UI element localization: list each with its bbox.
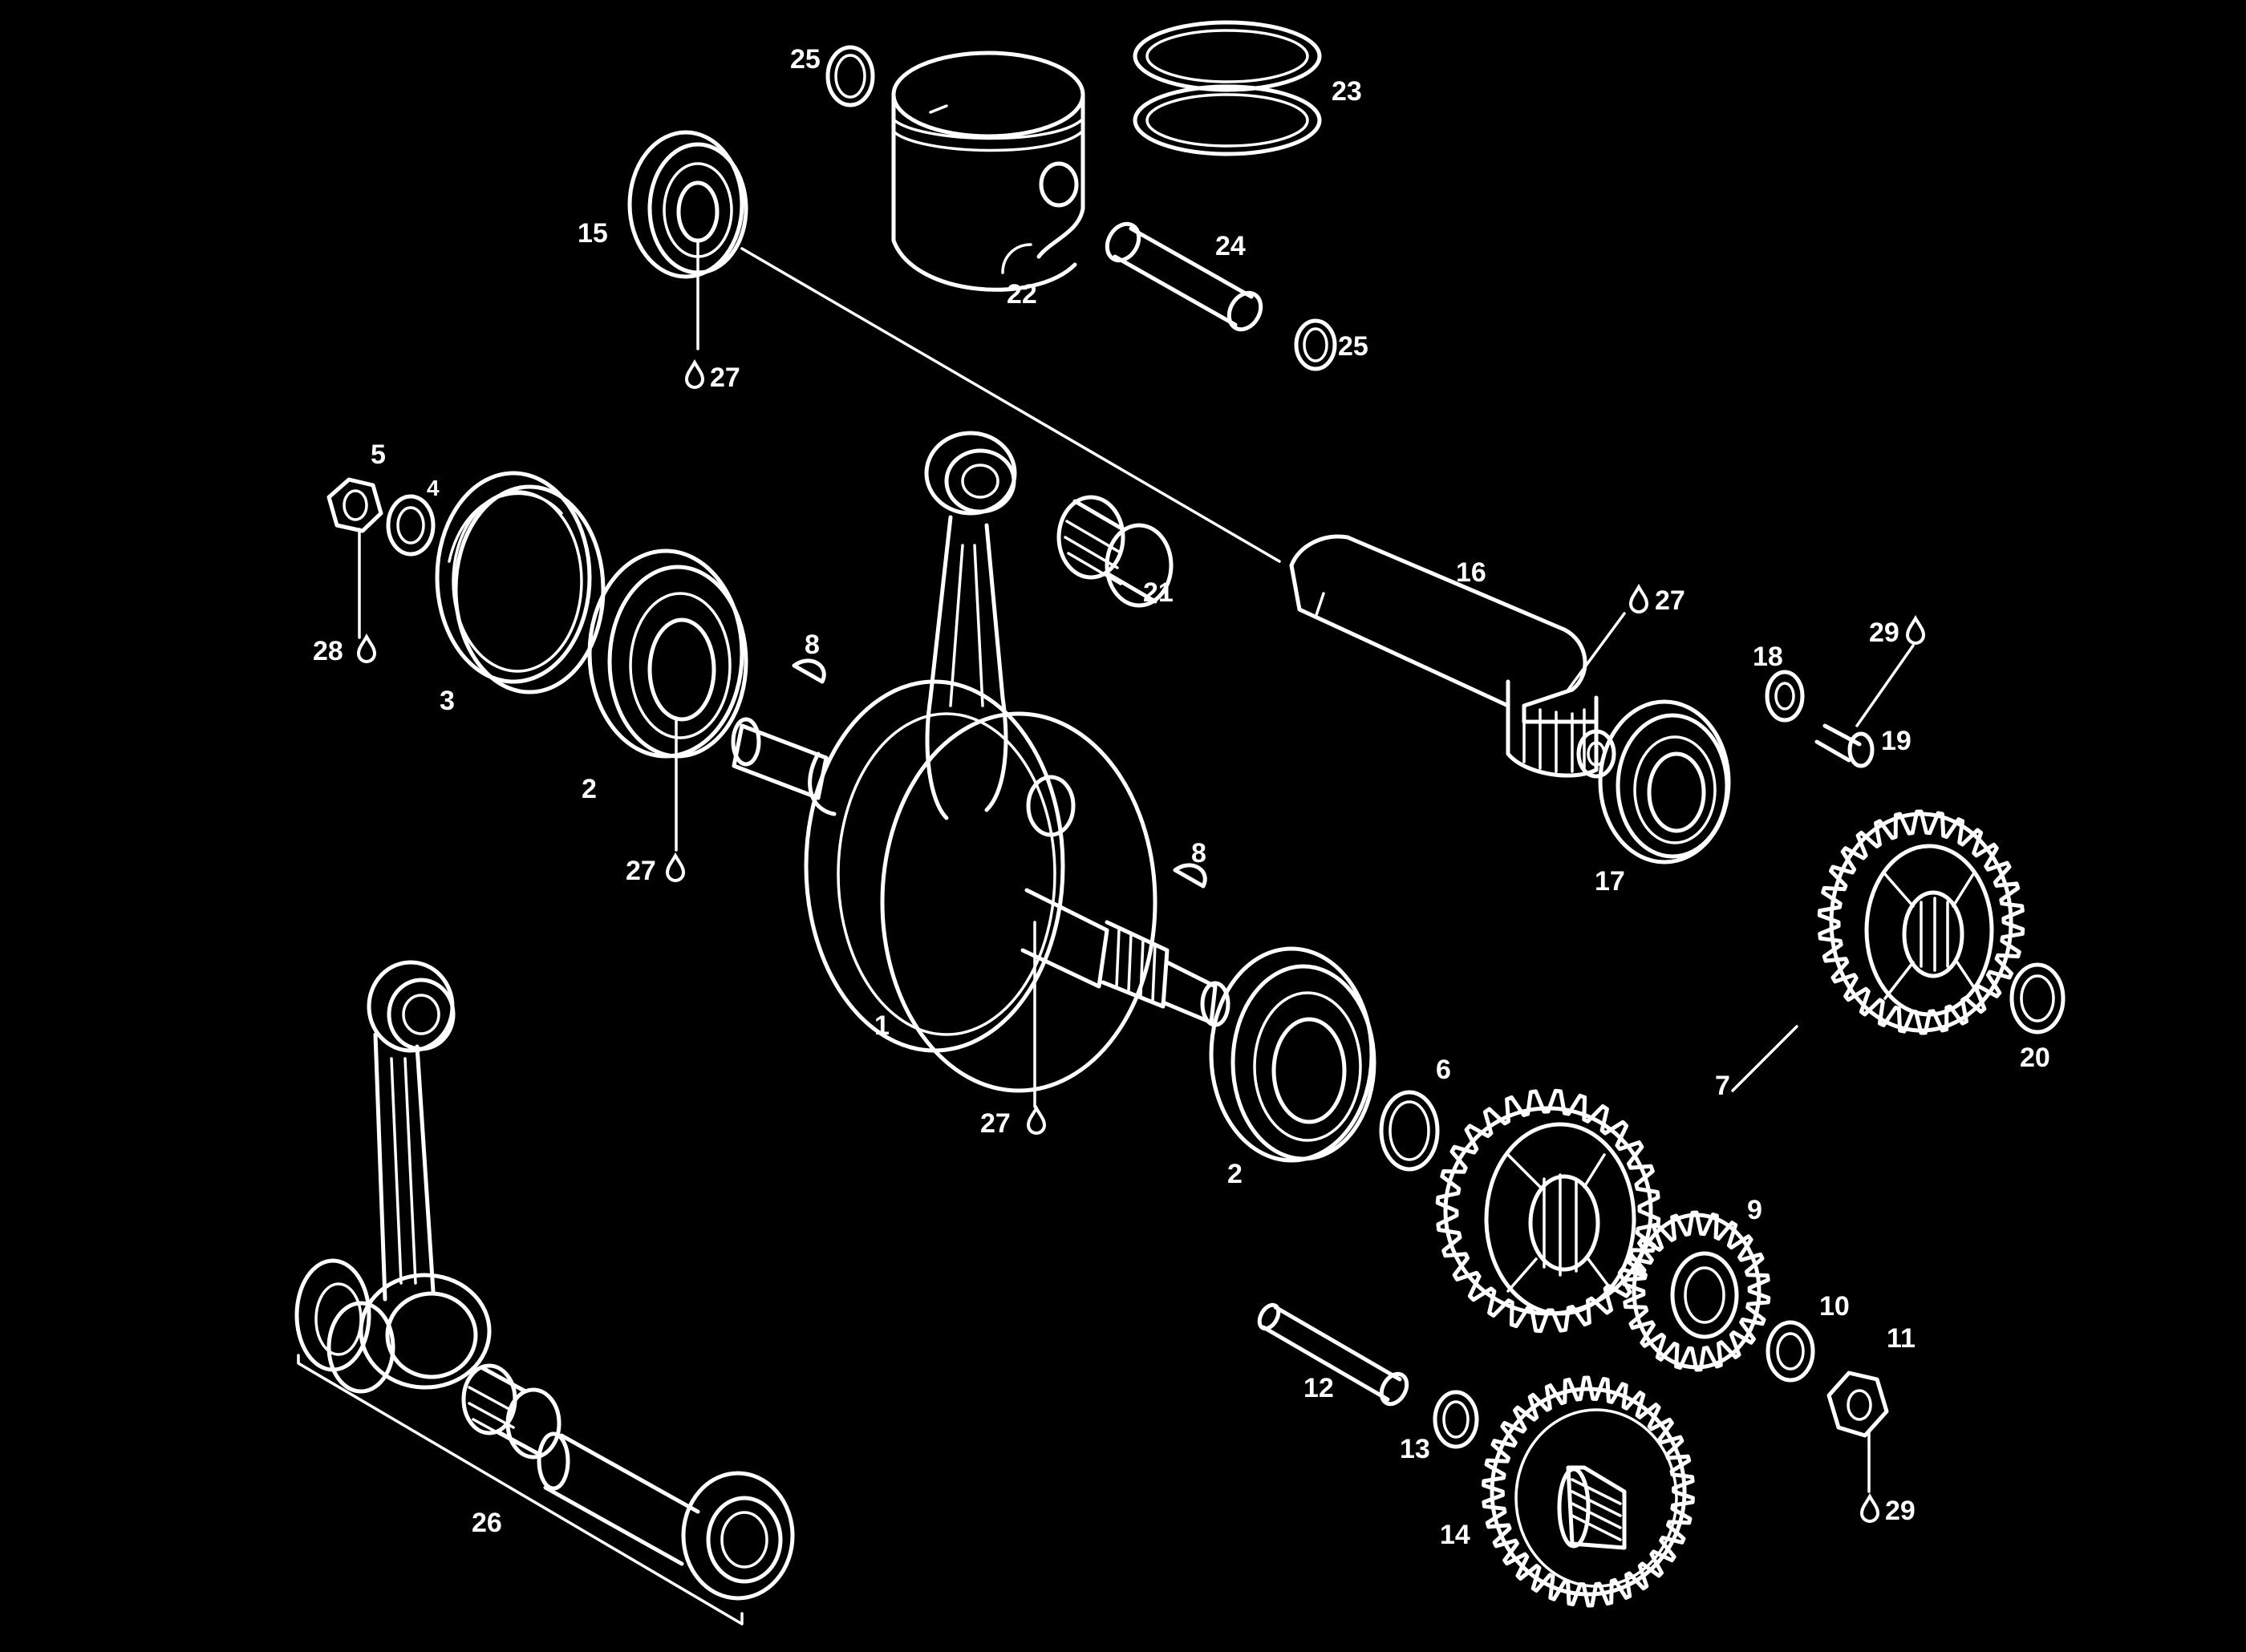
pin-12 bbox=[1257, 1302, 1409, 1407]
label-29-nut: 29 bbox=[1885, 1496, 1916, 1526]
label-25-top: 25 bbox=[790, 44, 821, 75]
piston-pin-circlip-top bbox=[825, 45, 875, 107]
oil-drop-icon bbox=[666, 854, 685, 882]
label-4: 4 bbox=[427, 476, 440, 500]
piston bbox=[891, 51, 1085, 292]
piston-rings bbox=[1133, 20, 1322, 156]
label-29-screw: 29 bbox=[1869, 617, 1899, 648]
lock-washer-10 bbox=[1766, 1320, 1815, 1383]
bearing-17 bbox=[1598, 699, 1731, 864]
label-10: 10 bbox=[1819, 1291, 1850, 1322]
nut-5 bbox=[326, 477, 383, 639]
label-26: 26 bbox=[472, 1508, 502, 1538]
label-18: 18 bbox=[1753, 642, 1783, 672]
gear-teeth bbox=[1435, 1088, 1661, 1334]
oil-drop-icon bbox=[1027, 1107, 1046, 1135]
washer-6 bbox=[1379, 1090, 1440, 1172]
woodruff-key-bottom bbox=[1173, 863, 1207, 889]
label-8-bottom: 8 bbox=[1191, 838, 1206, 869]
piston-pin bbox=[1105, 221, 1263, 332]
callout-labels: 1 2 2 3 4 5 6 7 8 8 9 10 11 12 13 14 15 … bbox=[313, 44, 2050, 1550]
label-23: 23 bbox=[1332, 76, 1362, 107]
label-21: 21 bbox=[1143, 577, 1174, 608]
gear-teeth bbox=[1482, 1375, 1695, 1608]
label-11: 11 bbox=[1887, 1323, 1916, 1354]
label-20: 20 bbox=[2020, 1043, 2050, 1073]
main-bearing-15 bbox=[627, 130, 748, 350]
oil-drop-icon bbox=[357, 635, 376, 663]
label-25-bottom: 25 bbox=[1338, 331, 1368, 362]
label-2-left: 2 bbox=[582, 774, 597, 804]
label-7-lower: 7 bbox=[1715, 1071, 1730, 1101]
conrod-kit-26 bbox=[294, 960, 795, 1626]
label-14: 14 bbox=[1440, 1520, 1470, 1550]
label-27-shaft16: 27 bbox=[1655, 585, 1685, 616]
primary-gear-7 bbox=[1435, 1088, 1661, 1334]
oil-drop-icon bbox=[685, 361, 704, 389]
label-16: 16 bbox=[1456, 557, 1486, 588]
balancer-shaft bbox=[1289, 534, 1626, 779]
label-22: 22 bbox=[1007, 279, 1037, 310]
gear-9 bbox=[1622, 1210, 1771, 1372]
main-bearing-left bbox=[587, 549, 748, 852]
oil-drop-icon bbox=[1906, 617, 1925, 645]
oil-drop-icon bbox=[1860, 1495, 1879, 1523]
label-1: 1 bbox=[874, 1010, 890, 1041]
balancer-gear-7 bbox=[1731, 809, 2025, 1092]
label-17: 17 bbox=[1595, 866, 1625, 897]
gear-14 bbox=[1482, 1375, 1695, 1608]
label-9: 9 bbox=[1747, 1195, 1762, 1225]
label-27-bearing2: 27 bbox=[626, 856, 656, 886]
nut-11 bbox=[1826, 1371, 1889, 1493]
gear-teeth bbox=[1622, 1210, 1771, 1372]
label-19: 19 bbox=[1881, 726, 1912, 756]
label-28: 28 bbox=[313, 636, 343, 666]
woodruff-key-top bbox=[792, 658, 826, 684]
oil-drop-icon bbox=[1629, 585, 1648, 613]
label-5: 5 bbox=[371, 439, 386, 470]
main-bearing-right bbox=[1209, 946, 1376, 1163]
needle-bearing-21 bbox=[1056, 495, 1174, 608]
label-27-crank: 27 bbox=[980, 1108, 1011, 1139]
label-13: 13 bbox=[1400, 1434, 1430, 1464]
label-2-right: 2 bbox=[1227, 1159, 1243, 1189]
label-27-bearing15: 27 bbox=[710, 362, 740, 393]
oil-seal-3 bbox=[435, 471, 606, 694]
label-15: 15 bbox=[578, 218, 608, 249]
label-8-top: 8 bbox=[805, 630, 820, 660]
label-6: 6 bbox=[1436, 1055, 1451, 1085]
screw-19 bbox=[1814, 644, 1915, 768]
washer-18 bbox=[1765, 670, 1805, 723]
crankshaft bbox=[731, 431, 1230, 1108]
label-24: 24 bbox=[1215, 231, 1246, 261]
label-12: 12 bbox=[1303, 1373, 1334, 1403]
gear-teeth bbox=[1817, 809, 2025, 1035]
washer-13 bbox=[1433, 1390, 1479, 1449]
piston-pin-circlip-bottom bbox=[1294, 318, 1337, 371]
washer-4 bbox=[386, 494, 436, 557]
label-3: 3 bbox=[440, 686, 455, 716]
washer-20 bbox=[2009, 962, 2066, 1035]
